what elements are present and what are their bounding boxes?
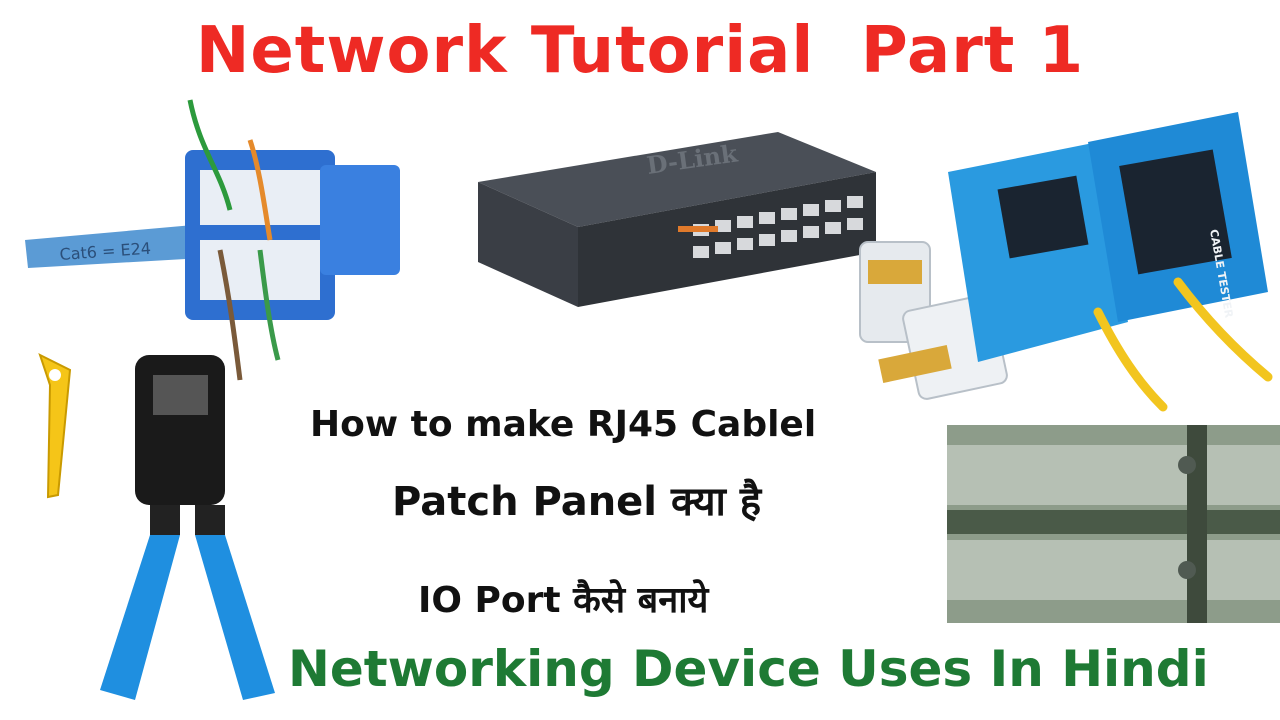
keystone-jack-icon: Cat6 = E24 [25,99,400,381]
cable-tester-icon: CABLE TESTER [948,112,1273,412]
patch-panel-icon [947,425,1280,623]
network-switch-icon: D-Link [478,132,876,307]
caption-rj45: How to make RJ45 Cablel [310,404,817,445]
cable-stripper-icon [38,353,72,499]
caption-patch-panel: Patch Panel क्या है [392,479,762,525]
footer-title: Networking Device Uses In Hindi [288,640,1209,698]
page-title: Network Tutorial Part 1 [195,14,1085,88]
crimping-tool-icon [100,355,275,700]
caption-io-port: IO Port कैसे बनाये [418,580,709,621]
